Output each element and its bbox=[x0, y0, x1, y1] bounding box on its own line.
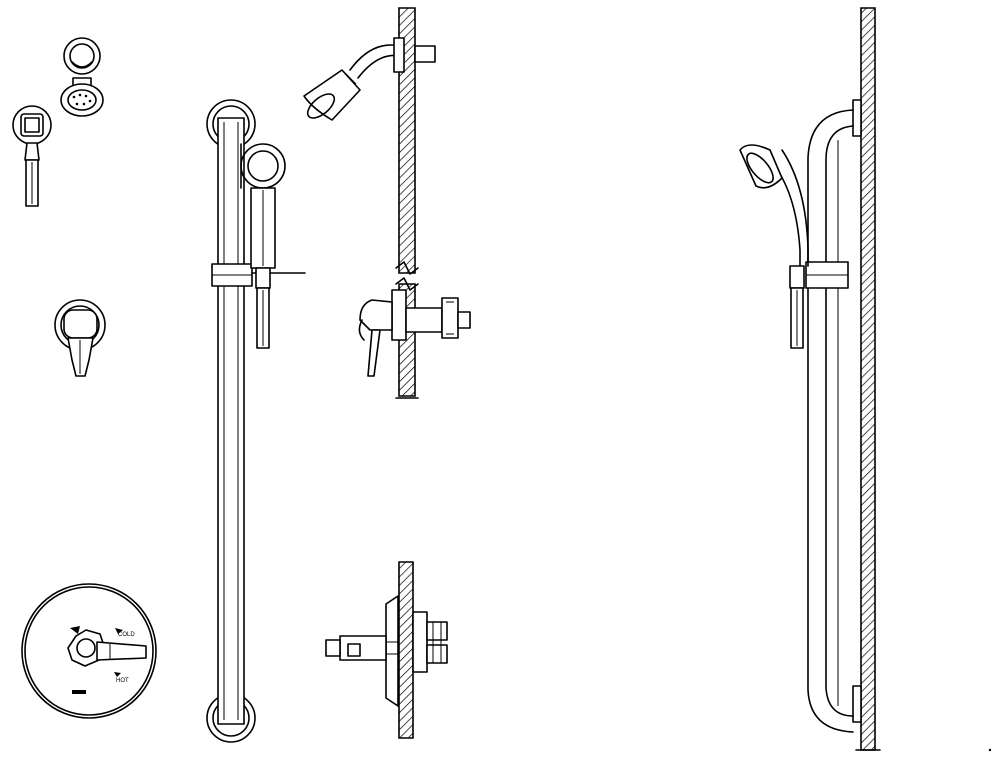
dial-mark-hot: HOT bbox=[116, 678, 129, 684]
valve-dial-icon: COLD HOT bbox=[22, 584, 156, 718]
dial-mark-cold: COLD bbox=[118, 632, 135, 638]
shower-head-plan-icon bbox=[61, 38, 103, 116]
bracket-plan-icon bbox=[55, 300, 105, 376]
drawing-mark bbox=[988, 748, 992, 752]
shower-head-side-icon bbox=[304, 8, 435, 290]
valve-body-icon bbox=[326, 562, 447, 738]
grab-bar-side-icon bbox=[740, 8, 880, 750]
valve-side-icon bbox=[359, 284, 470, 398]
hand-shower-plan-icon bbox=[13, 106, 51, 206]
grab-bar-front-icon bbox=[207, 100, 305, 742]
